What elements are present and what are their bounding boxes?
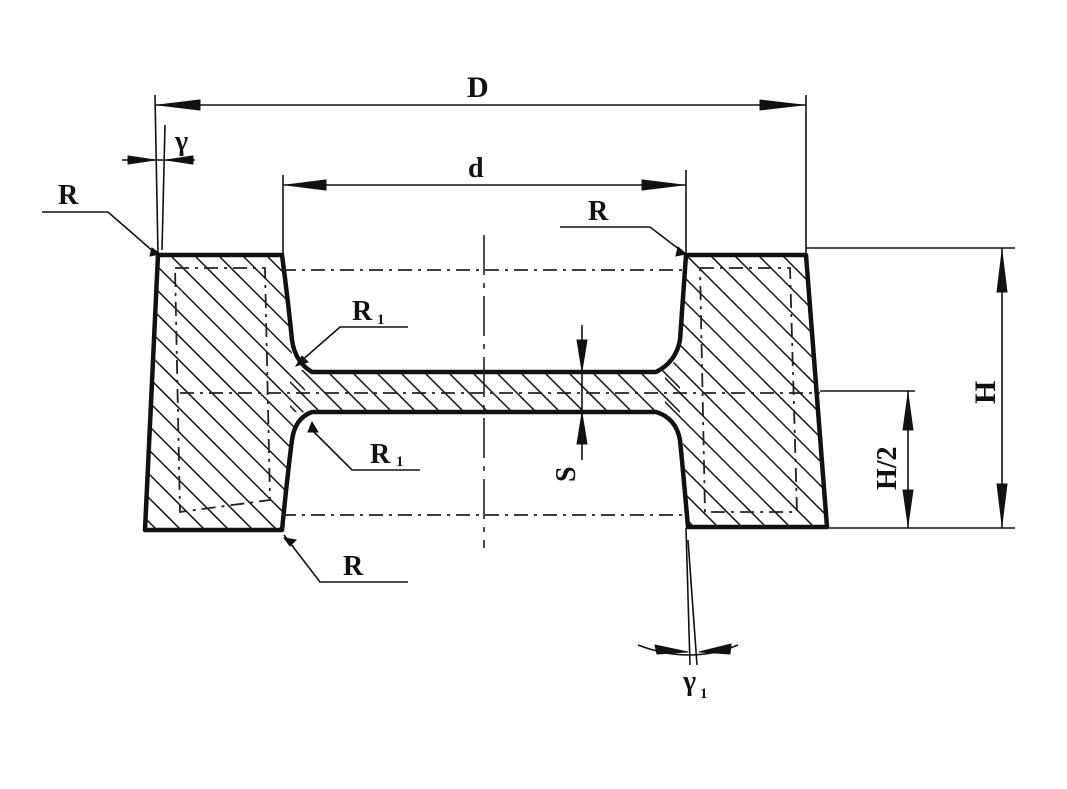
leader-dot-R-top-right	[675, 246, 688, 257]
leader-R-top-left	[42, 211, 156, 254]
gamma-ext-line	[161, 124, 166, 251]
hatch-line	[627, 370, 680, 412]
hatch-line	[694, 255, 827, 527]
label-gamma1: γ	[682, 666, 696, 697]
arrow-gamma-right	[165, 155, 194, 165]
hatch-line	[665, 255, 827, 527]
leader-R1-upper	[299, 326, 408, 363]
hatch-line	[145, 255, 149, 530]
arrow-gamma1-left	[654, 644, 689, 655]
arrow-H-bottom	[996, 483, 1008, 526]
label-R-bottom: R	[343, 551, 364, 582]
ext-line-D-left	[154, 94, 159, 256]
hatch-line	[665, 255, 809, 527]
label-R1-upper-subscript: 1	[377, 312, 385, 328]
hatch-line	[145, 255, 269, 530]
hatch-line	[742, 255, 827, 527]
hatch-line	[145, 255, 221, 530]
hatch-line	[718, 255, 827, 527]
hatch-line	[154, 255, 305, 530]
label-H: H	[969, 381, 1002, 404]
label-R-top-left: R	[58, 180, 79, 211]
arrow-H-top	[996, 250, 1008, 293]
leader-R-top-right	[560, 226, 685, 254]
leader-R1-lower	[309, 427, 420, 471]
arrow-D-left	[157, 99, 201, 111]
arrow-Hhalf-top	[902, 393, 914, 431]
hatch-line	[665, 255, 827, 527]
leader-R-bottom	[283, 534, 408, 583]
hatch-line	[0, 240, 124, 545]
label-d: d	[468, 153, 484, 184]
hatch-line	[226, 255, 305, 530]
section-outline	[142, 252, 830, 533]
arrow-gamma-left	[127, 155, 156, 165]
arrow-d-right	[641, 179, 684, 191]
label-R1-upper: R	[352, 296, 373, 327]
gamma1-ext-line-b	[687, 539, 698, 666]
arrow-gamma1-right	[698, 643, 732, 655]
hatch-line	[202, 255, 305, 530]
label-R-top-right: R	[588, 196, 609, 227]
arrow-S-top	[576, 339, 588, 372]
label-R1-lower-subscript: 1	[396, 454, 404, 470]
leader-dot-R-top-left	[149, 247, 162, 257]
hatch-line	[839, 240, 1067, 545]
leader-dot-R1-lower	[307, 420, 319, 433]
label-R1-lower: R	[370, 439, 391, 470]
hatch-line	[145, 255, 197, 530]
hatch-line	[178, 255, 305, 530]
label-gamma: γ	[174, 126, 188, 157]
arrow-d-left	[285, 179, 327, 191]
label-D: D	[467, 71, 489, 104]
hatch-line	[145, 255, 305, 530]
hatch-line	[665, 255, 761, 527]
hatch-line	[145, 255, 305, 530]
arrow-S-bottom	[576, 412, 588, 445]
hatch-line	[665, 255, 785, 527]
hatch-line	[814, 255, 827, 527]
label-gamma1-subscript: 1	[700, 686, 708, 702]
arrow-D-right	[759, 99, 804, 111]
hatch-line	[790, 255, 827, 527]
hatch-line	[145, 255, 305, 530]
hidden-contour-right	[699, 267, 798, 513]
hatch-line	[0, 240, 100, 545]
arrow-Hhalf-bottom	[902, 489, 914, 526]
hatch-line	[145, 255, 245, 530]
leader-dot-R-bottom	[282, 537, 298, 547]
hatch-line	[145, 255, 293, 530]
label-H-half: H/2	[872, 446, 903, 490]
hatch-line	[290, 370, 305, 412]
gamma1-ext-line-a	[685, 527, 691, 666]
hidden-contour-left	[174, 267, 271, 514]
leader-dot-R1-upper	[294, 355, 309, 367]
label-S: S	[551, 466, 582, 482]
